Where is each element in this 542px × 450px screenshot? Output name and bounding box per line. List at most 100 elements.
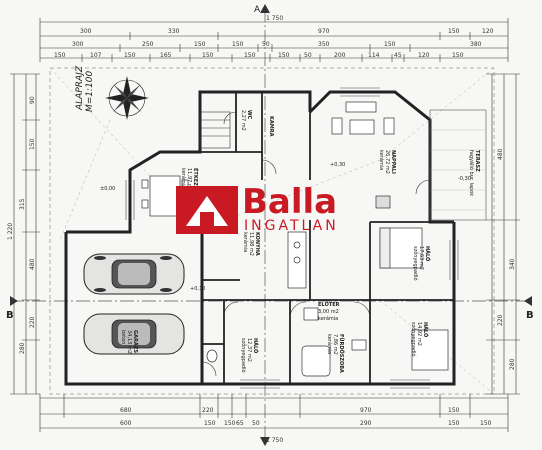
plan-scale: M=1:100 (85, 70, 95, 112)
room-name: FÜRDŐSZOBA (338, 334, 345, 373)
dim-label: 150 (448, 28, 460, 35)
compass-rose (105, 76, 149, 120)
dim-label: 150 (244, 52, 256, 59)
room-label-kamra: KAMRA (268, 116, 274, 137)
room-area: 3,00 m2 (318, 309, 339, 315)
level-mark: ±0,00 (100, 186, 115, 192)
terrace-hatch (430, 129, 486, 211)
bed-bedroom-1 (379, 227, 423, 269)
section-label-left: B (6, 310, 14, 321)
room-name: ELŐTÉR (318, 300, 340, 308)
room-floor: szőnyegpadló (410, 322, 417, 357)
dim-label: 90 (29, 96, 36, 104)
section-label-right: B (526, 310, 534, 321)
dim-label: 480 (29, 258, 36, 270)
dim-label: 165 (160, 52, 172, 59)
dim-label: 120 (418, 52, 430, 59)
room-label-halo-3: HÁLÓ 14,92 m2 szőnyegpadló (410, 322, 429, 357)
dim-label: 300 (80, 28, 92, 35)
room-label-terasz: TERASZ fagyálló bur. lapok (468, 150, 480, 196)
car-top (83, 253, 185, 295)
dim-label: 114 (368, 52, 380, 59)
dim-label: 120 (482, 28, 494, 35)
left-total-dim: 1 220 (7, 223, 14, 240)
right-dims: 480 340 220 280 (497, 148, 516, 370)
dim-label: 220 (497, 314, 504, 326)
dim-label: 380 (470, 41, 482, 48)
dim-label: 50 (252, 420, 260, 427)
watermark: Balla INGATLAN (172, 182, 372, 238)
dim-label: 250 (142, 41, 154, 48)
dim-label: 680 (120, 407, 132, 414)
room-label-eloter: ELŐTÉR 3,00 m2 kerámia (318, 300, 340, 322)
level-mark: +0,10 (190, 286, 205, 292)
dim-label: 220 (29, 316, 36, 328)
watermark-subtitle: INGATLAN (244, 218, 339, 234)
dim-label: 45 (394, 52, 402, 59)
plan-title: ALAPRAJZ (75, 65, 85, 111)
room-label-garazs: GARÁZS 34,13 m2 beton (120, 330, 139, 354)
section-label-top: A (254, 5, 261, 15)
right-dimension-lines (486, 73, 520, 395)
bottom-dims-row-1: 680 220 970 150 (120, 407, 460, 414)
room-area: 34,13 m2 (126, 330, 132, 354)
dim-label: 300 (72, 41, 84, 48)
room-floor: kerámia (242, 232, 249, 252)
room-name: GARÁZS (132, 330, 139, 353)
dim-label: 315 (19, 198, 26, 210)
room-area: 26,72 m2 (384, 150, 390, 174)
room-floor: szőnyegpadló (412, 246, 419, 281)
dim-label: 200 (334, 52, 346, 59)
dim-label: 600 (120, 420, 132, 427)
dim-label: 150 (278, 52, 290, 59)
room-name: KONYHA (254, 232, 260, 256)
dim-label: 150 (452, 52, 464, 59)
section-arrows (10, 4, 532, 446)
room-name: HÁLÓ (422, 322, 429, 337)
room-floor: beton (120, 330, 126, 344)
bathroom-fixtures (206, 307, 367, 377)
dim-label: 280 (19, 342, 26, 354)
bed-bedroom-3 (411, 329, 449, 371)
room-area: 2,27 m2 (240, 110, 246, 131)
top-dims-row-3: 150 107 150 165 150 150 150 50 200 114 4… (54, 52, 464, 59)
dim-label: 107 (90, 52, 102, 59)
dim-label: 220 (202, 407, 214, 414)
watermark-logo-mark (176, 186, 238, 234)
left-dims: 480 220 315 280 150 90 (19, 96, 36, 354)
level-mark: -0,30 (458, 176, 471, 182)
door-swings (201, 111, 431, 377)
left-dimension-lines (10, 73, 40, 395)
room-label-halo-2: HÁLÓ 12,37 m2 szőnyegpadló (240, 338, 259, 373)
top-dims-row-2: 300 250 150 150 50 350 150 380 (72, 41, 482, 48)
room-name: HÁLÓ (424, 246, 431, 261)
dim-label: 150 (194, 41, 206, 48)
bottom-total-dim: 1 750 (266, 437, 283, 444)
dim-label: 970 (318, 28, 330, 35)
room-floor: kerámia (326, 334, 333, 354)
room-area: 11,98 m2 (248, 232, 254, 256)
room-floor: kerámia (180, 168, 187, 188)
living-furniture (331, 101, 395, 209)
watermark-brand: Balla (242, 182, 338, 222)
room-name: ÉTKEZŐ (192, 168, 200, 190)
room-name: HÁLÓ (252, 338, 259, 353)
dim-label: 150 (448, 420, 460, 427)
dim-label: 330 (168, 28, 180, 35)
dim-label: 150 (124, 52, 136, 59)
dim-label: 970 (360, 407, 372, 414)
room-floor: kerámia (318, 315, 338, 322)
room-name: TERASZ (474, 150, 480, 172)
room-area: 14,92 m2 (416, 322, 422, 346)
top-dims-row-1: 300 330 970 150 120 (80, 28, 494, 35)
room-label-furdo: FÜRDŐSZOBA 7,86 m2 kerámia (326, 334, 345, 373)
room-label-wc: WC 2,27 m2 (240, 110, 252, 131)
top-total-dim: 1 750 (266, 15, 283, 22)
dim-label: 150 (202, 52, 214, 59)
dim-label: 150 (384, 41, 396, 48)
terrace-outline (429, 109, 487, 221)
room-floor: szőnyegpadló (240, 338, 247, 373)
room-label-halo-1: HÁLÓ 17,63 m2 szőnyegpadló (412, 246, 431, 281)
entry-stairs (199, 111, 231, 149)
